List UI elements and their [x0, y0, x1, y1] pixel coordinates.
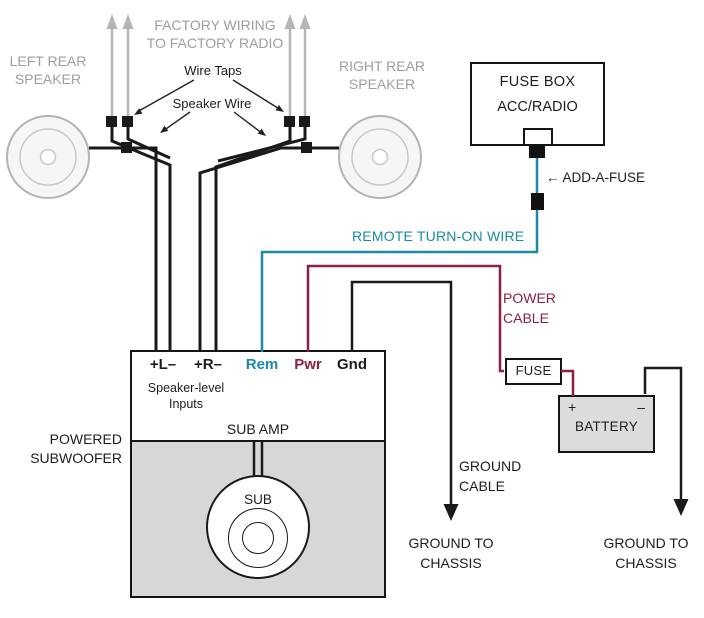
add-a-fuse-connectors	[529, 145, 545, 210]
fuse-box-circuit: ACC/RADIO	[497, 99, 578, 115]
right-speaker-wire	[198, 146, 339, 352]
left-tap-wire-2	[126, 127, 171, 160]
powered-subwoofer-label: POWERED SUBWOOFER	[30, 431, 122, 466]
battery: + – BATTERY	[558, 395, 655, 453]
fuse-box-title: FUSE BOX	[499, 74, 576, 90]
wire-taps-label: Wire Taps	[184, 63, 242, 78]
speaker-wire-label: Speaker Wire	[172, 96, 252, 111]
speaker-wire-pointer-left	[162, 111, 191, 132]
right-tap-wire-2	[217, 127, 307, 163]
terminal-left-input: +L–	[149, 356, 177, 373]
sub-speaker-cap	[242, 522, 274, 554]
right-butt-connector	[301, 142, 312, 153]
right-rear-speaker-icon	[338, 115, 422, 199]
left-speaker-wire	[89, 146, 158, 352]
fuse-to-battery-wire	[561, 369, 575, 396]
speaker-level-wires	[89, 127, 339, 352]
add-a-fuse-label: ← ADD-A-FUSE	[546, 170, 646, 185]
left-rear-speaker-icon	[6, 115, 90, 199]
right-rear-speaker-label: RIGHT REAR SPEAKER	[338, 58, 426, 92]
battery-plus-terminal: +	[568, 399, 577, 415]
right-tap-wire	[214, 127, 292, 352]
fuse-box: FUSE BOX ACC/RADIO	[470, 62, 605, 146]
acc-fuse-socket	[523, 128, 553, 146]
terminal-ground: Gnd	[337, 356, 367, 373]
left-butt-connector	[121, 142, 132, 153]
remote-turn-on-wire	[260, 158, 539, 352]
ground-to-chassis-battery-label: GROUND TO CHASSIS	[603, 535, 689, 571]
battery-minus-terminal: –	[637, 399, 645, 415]
sub-amp-label: SUB AMP	[226, 421, 290, 437]
power-cable-label: POWER CABLE	[503, 290, 556, 326]
left-rear-speaker-label: LEFT REAR SPEAKER	[9, 53, 87, 87]
speaker-level-inputs-label: Speaker-level Inputs	[147, 381, 225, 411]
inline-fuse-label: FUSE	[515, 363, 552, 378]
inline-fuse: FUSE	[505, 358, 562, 385]
remote-turn-on-label: REMOTE TURN-ON WIRE	[352, 228, 525, 244]
speaker-wire-pointer-right	[233, 111, 264, 135]
sub-label: SUB	[244, 492, 272, 507]
terminal-remote: Rem	[245, 356, 279, 373]
ground-to-chassis-amp-label: GROUND TO CHASSIS	[408, 535, 494, 571]
amp-ground-arrowhead	[443, 504, 459, 521]
battery-label: BATTERY	[574, 419, 639, 434]
battery-ground-arrowhead	[673, 499, 689, 516]
ground-cable-label: GROUND CABLE	[459, 458, 522, 494]
wire-tap-squares	[106, 116, 312, 153]
factory-wiring-label: FACTORY WIRING TO FACTORY RADIO	[146, 17, 284, 51]
terminal-power: Pwr	[294, 356, 322, 373]
left-tap-wire	[110, 127, 172, 352]
terminal-right-input: +R–	[194, 356, 222, 373]
